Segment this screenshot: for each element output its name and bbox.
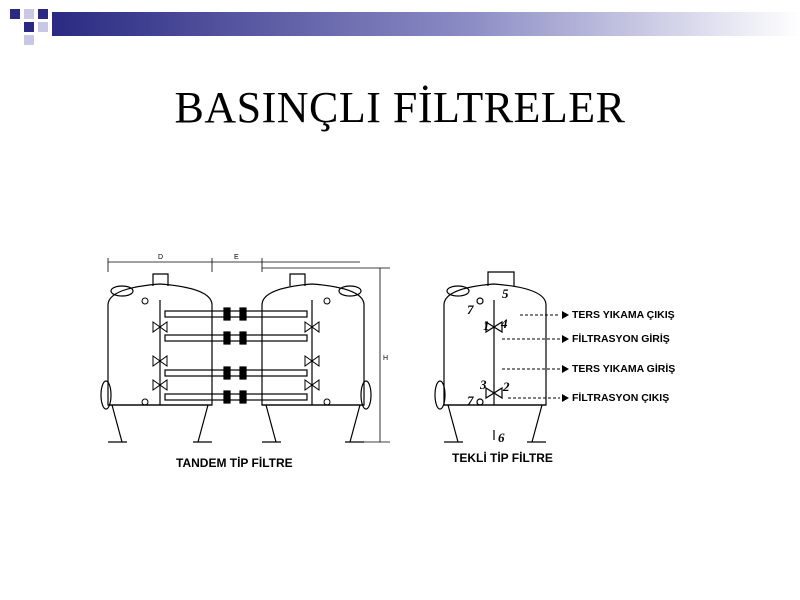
manhole xyxy=(338,285,362,297)
connection-lines xyxy=(502,314,560,399)
dimension-label-e: E xyxy=(234,254,239,261)
manhole xyxy=(446,285,470,297)
connection-label: FİLTRASYON ÇIKIŞ xyxy=(572,391,669,404)
tandem-pipes xyxy=(164,307,308,404)
valve-number: 7 xyxy=(467,302,474,317)
header-square xyxy=(24,22,34,32)
valve-number: 5 xyxy=(502,286,509,301)
valve-number: 3 xyxy=(479,377,487,392)
manhole xyxy=(110,285,134,297)
header-decoration xyxy=(10,9,800,45)
connection-label: TERS YIKAMA GİRİŞ xyxy=(572,362,675,375)
tandem-filter: D E H xyxy=(100,254,390,470)
header-square xyxy=(24,9,34,19)
valve-number: 7 xyxy=(467,393,474,408)
side-manhole xyxy=(360,380,372,410)
tandem-valves xyxy=(141,297,331,406)
single-tank xyxy=(434,271,547,443)
connection-arrows xyxy=(562,311,569,402)
valve-number: 2 xyxy=(502,379,510,394)
side-manhole xyxy=(434,380,446,410)
right-tank xyxy=(261,273,372,443)
single-filter: TERS YIKAMA ÇIKIŞ FİLTRASYON GİRİŞ TERS … xyxy=(434,271,675,465)
header-square xyxy=(38,9,48,19)
valve-number: 4 xyxy=(500,316,508,331)
header-square xyxy=(10,9,20,19)
left-tank xyxy=(100,273,213,443)
header-square xyxy=(24,35,34,45)
slide-title: BASINÇLI FİLTRELER xyxy=(174,83,626,132)
side-manhole xyxy=(100,380,112,410)
connection-label: FİLTRASYON GİRİŞ xyxy=(572,332,670,345)
dimension-lines xyxy=(107,258,390,443)
dimension-label-h: H xyxy=(383,355,388,362)
tandem-filter-caption: TANDEM TİP FİLTRE xyxy=(176,455,293,470)
header-gradient-bar xyxy=(52,12,800,36)
single-filter-caption: TEKLİ TİP FİLTRE xyxy=(452,450,553,465)
valve-number: 1 xyxy=(483,318,490,333)
header-square xyxy=(38,22,48,32)
dimension-label-d: D xyxy=(158,254,163,261)
connection-label: TERS YIKAMA ÇIKIŞ xyxy=(572,309,675,321)
valve-number: 6 xyxy=(498,430,505,445)
